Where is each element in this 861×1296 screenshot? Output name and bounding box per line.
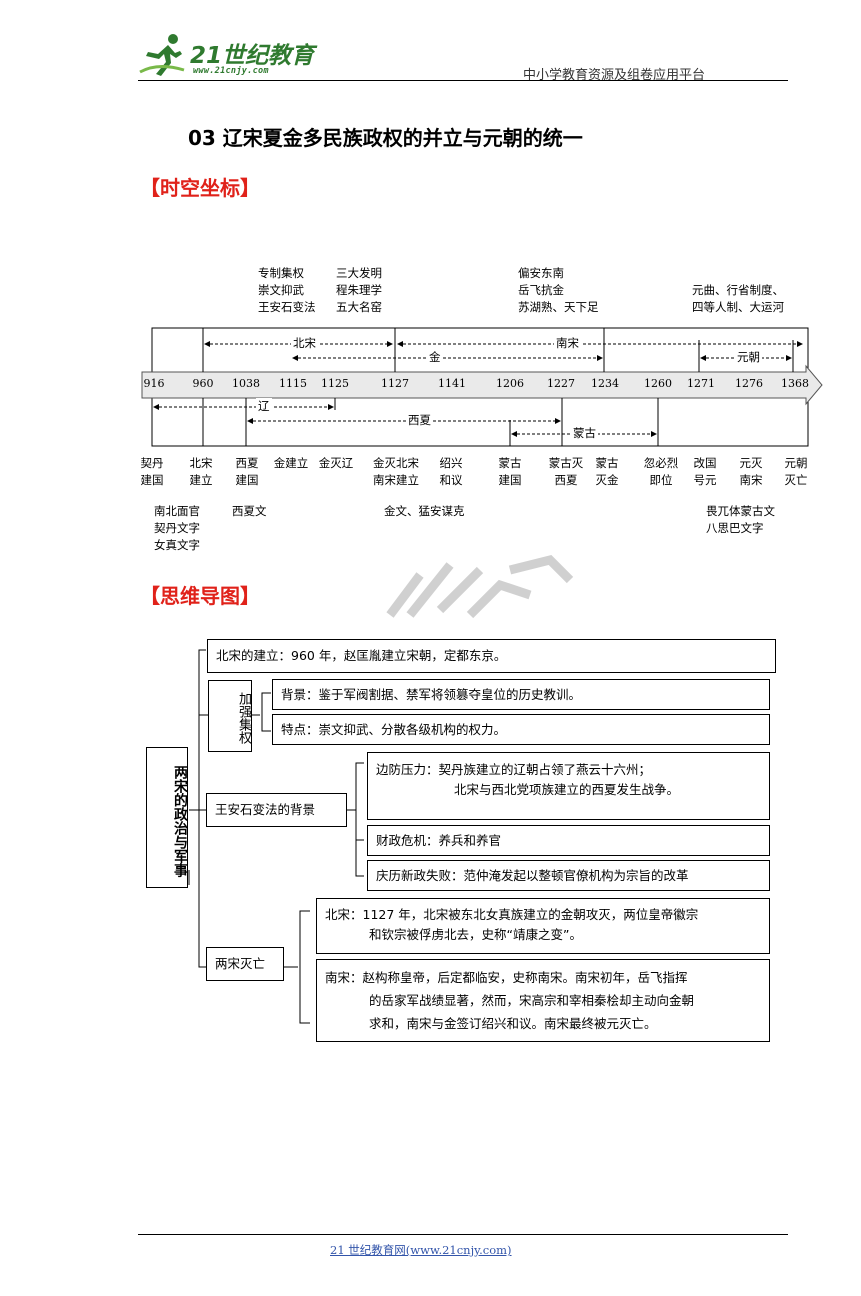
runner-logo-icon — [139, 34, 185, 76]
top-note: 元曲、行省制度、四等人制、大运河 — [692, 283, 784, 314]
mindmap-connectors — [188, 649, 364, 1024]
event-label: 蒙古灭金 — [595, 456, 619, 487]
span-label-liao: 辽 — [256, 398, 272, 415]
fall-northern-song: 北宋：1127 年，北宋被东北女真族建立的金朝攻灭，两位皇帝徽宗 和钦宗被俘虏北… — [316, 898, 770, 954]
mindmap: 两宋的政治与军事 北宋的建立：960 年，赵匡胤建立宋朝，定都东京。 加强集权 … — [146, 639, 776, 1042]
event-label: 忽必烈即位 — [643, 456, 679, 487]
year-label: 1206 — [496, 377, 524, 390]
founding-box: 北宋的建立：960 年，赵匡胤建立宋朝，定都东京。 — [207, 639, 776, 673]
reform-border-line: 边防压力：契丹族建立的辽朝占领了燕云十六州； — [376, 762, 652, 777]
reform-border-line: 北宋与西北党项族建立的西夏发生战争。 — [454, 782, 680, 797]
page-title: 03 辽宋夏金多民族政权的并立与元朝的统一 — [188, 126, 583, 150]
event-label: 蒙古建国 — [498, 456, 522, 487]
reform-border-pressure: 边防压力：契丹族建立的辽朝占领了燕云十六州； 北宋与西北党项族建立的西夏发生战争… — [367, 752, 770, 820]
year-label: 1260 — [644, 377, 672, 390]
fall-label: 两宋灭亡 — [206, 947, 284, 981]
event-label: 元灭南宋 — [739, 456, 763, 487]
fall-southern-song: 南宋：赵构称皇帝，后定都临安，史称南宋。南宋初年，岳飞指挥 的岳家军战绩显著，然… — [316, 959, 770, 1042]
span-label-mongol: 蒙古 — [571, 425, 598, 442]
timeline: 专制集权崇文抑武王安石变法 三大发明程朱理学五大名窑 偏安东南岳飞抗金苏湖熟、天… — [0, 0, 861, 560]
event-label: 西夏建国 — [235, 456, 259, 487]
fall-south-line: 的岳家军战绩显著，然而，宋高宗和宰相秦桧却主动向金朝 — [369, 993, 695, 1008]
year-label: 1141 — [438, 377, 466, 390]
watermark-stamp-icon — [386, 555, 574, 619]
top-note: 偏安东南岳飞抗金苏湖熟、天下足 — [518, 266, 599, 314]
span-label-xixia: 西夏 — [406, 412, 433, 429]
span-label-jin: 金 — [427, 349, 443, 366]
year-label: 1276 — [735, 377, 763, 390]
reform-label: 王安石变法的背景 — [206, 793, 347, 827]
reform-finance: 财政危机：养兵和养官 — [367, 825, 770, 856]
logo-url: www.21cnjy.com — [193, 66, 269, 76]
header-rule — [138, 80, 788, 81]
year-label: 960 — [192, 377, 214, 390]
bottom-note: 金文、猛安谋克 — [384, 504, 465, 518]
year-label: 916 — [143, 377, 165, 390]
top-note: 专制集权崇文抑武王安石变法 — [258, 266, 316, 314]
event-label: 蒙古灭西夏 — [548, 456, 584, 487]
event-label: 北宋建立 — [189, 456, 213, 487]
centralize-item: 背景：鉴于军阀割据、禁军将领篡夺皇位的历史教训。 — [272, 679, 770, 710]
timeline-graphic — [141, 327, 823, 447]
year-label: 1271 — [687, 377, 715, 390]
event-label: 元朝灭亡 — [784, 456, 808, 487]
footer-link[interactable]: 21 世纪教育网(www.21cnjy.com) — [330, 1243, 512, 1257]
event-label: 金灭辽 — [318, 456, 354, 470]
event-label: 金建立 — [273, 456, 309, 470]
section-timeline-heading: 【时空坐标】 — [140, 176, 260, 200]
fall-south-line: 南宋：赵构称皇帝，后定都临安，史称南宋。南宋初年，岳飞指挥 — [325, 970, 688, 985]
logo-text: 21世纪教育 — [190, 43, 315, 69]
year-label: 1368 — [781, 377, 809, 390]
event-label: 改国号元 — [693, 456, 717, 487]
top-note: 三大发明程朱理学五大名窑 — [336, 266, 382, 314]
fall-south-line: 求和，南宋与金签订绍兴和议。南宋最终被元灭亡。 — [369, 1016, 657, 1031]
bottom-note: 畏兀体蒙古文八思巴文字 — [706, 504, 775, 535]
fall-north-line: 北宋：1127 年，北宋被东北女真族建立的金朝攻灭，两位皇帝徽宗 — [325, 907, 699, 922]
reform-qingli: 庆历新政失败：范仲淹发起以整顿官僚机构为宗旨的改革 — [367, 860, 770, 891]
mindmap-root: 两宋的政治与军事 — [146, 747, 188, 888]
event-label: 金灭北宋南宋建立 — [373, 456, 419, 487]
footer-rule — [138, 1234, 788, 1235]
span-label-southern-song: 南宋 — [554, 335, 581, 352]
centralize-label: 加强集权 — [208, 680, 252, 752]
bottom-note: 西夏文 — [232, 504, 267, 518]
span-label-yuan: 元朝 — [735, 349, 762, 366]
bottom-note: 南北面官契丹文字女真文字 — [154, 504, 200, 552]
platform-text: 中小学教育资源及组卷应用平台 — [523, 68, 706, 83]
year-label: 1038 — [232, 377, 260, 390]
year-label: 1127 — [381, 377, 409, 390]
span-label-northern-song: 北宋 — [291, 335, 318, 352]
year-label: 1227 — [547, 377, 575, 390]
year-label: 1115 — [279, 377, 307, 390]
event-label: 绍兴和议 — [439, 456, 463, 487]
year-label: 1125 — [321, 377, 349, 390]
centralize-item: 特点：崇文抑武、分散各级机构的权力。 — [272, 714, 770, 745]
year-label: 1234 — [591, 377, 619, 390]
fall-north-line: 和钦宗被俘虏北去，史称“靖康之变”。 — [369, 927, 582, 942]
header-logo: 21世纪教育 www.21cnjy.com — [138, 30, 338, 80]
event-label: 契丹建国 — [140, 456, 164, 487]
section-mindmap-heading: 【思维导图】 — [140, 584, 260, 608]
